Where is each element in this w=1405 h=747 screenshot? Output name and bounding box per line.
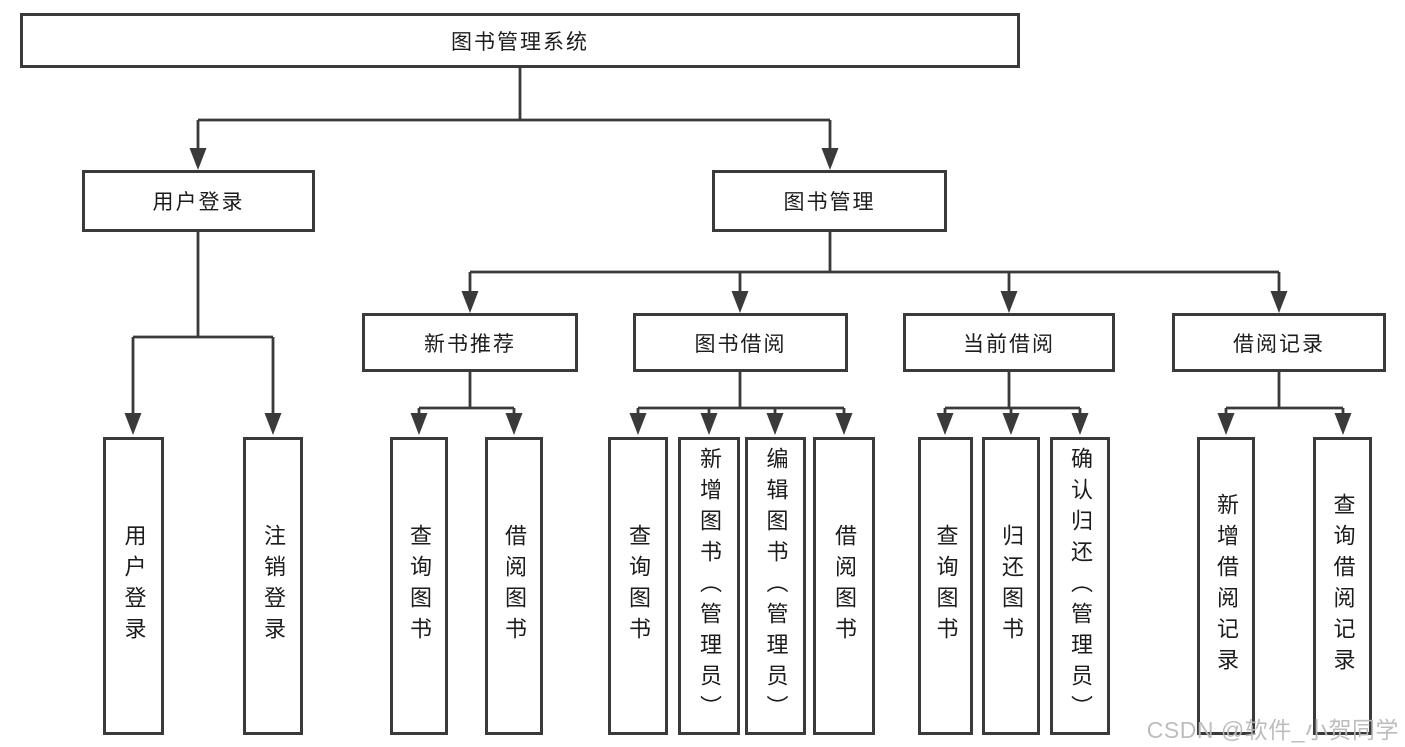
node-current-borrow: 当前借阅: [903, 313, 1115, 372]
leaf-borrow-books: 借阅图书: [813, 437, 875, 735]
leaf-return-books: 归还图书: [982, 437, 1040, 735]
leaf-user-login: 用户登录: [103, 437, 164, 735]
leaf-confirm-return-admin: 确认归还（管理员）: [1050, 437, 1110, 735]
node-borrow-record: 借阅记录: [1172, 313, 1386, 372]
node-label: 当前借阅: [963, 332, 1055, 356]
leaf-add-books-admin: 新增图书（管理员）: [678, 437, 740, 735]
leaf-query-books-newbook: 查询图书: [390, 437, 448, 735]
node-label: 查询借阅记录: [1330, 493, 1356, 679]
leaf-query-borrow-record: 查询借阅记录: [1313, 437, 1372, 735]
node-label: 确认归还（管理员）: [1068, 446, 1093, 726]
node-label: 新增图书（管理员）: [697, 446, 722, 726]
csdn-watermark: CSDN @软件_小贺同学: [1146, 717, 1399, 743]
leaf-borrow-books-newbook: 借阅图书: [485, 437, 543, 735]
node-label: 新书推荐: [424, 332, 516, 356]
leaf-add-borrow-record: 新增借阅记录: [1197, 437, 1255, 735]
arrowheads: [124, 148, 1352, 435]
node-label: 查询图书: [407, 524, 432, 648]
node-label: 注销登录: [261, 524, 286, 648]
node-label: 查询图书: [933, 524, 959, 648]
leaf-logout: 注销登录: [243, 437, 303, 735]
node-label: 编辑图书（管理员）: [763, 446, 789, 726]
node-label: 图书管理系统: [451, 30, 589, 54]
node-label: 查询图书: [626, 524, 651, 648]
node-label: 借阅图书: [832, 524, 857, 648]
node-label: 借阅图书: [502, 524, 527, 648]
node-user-login: 用户登录: [82, 170, 315, 232]
node-label: 用户登录: [121, 524, 147, 648]
leaf-query-books-current: 查询图书: [918, 437, 973, 735]
leaf-edit-books-admin: 编辑图书（管理员）: [745, 437, 806, 735]
node-book-management: 图书管理: [712, 170, 947, 232]
node-label: 新增借阅记录: [1214, 493, 1239, 679]
node-label: 图书管理: [783, 191, 876, 214]
node-new-book-recommend: 新书推荐: [362, 313, 578, 372]
node-label: 借阅记录: [1233, 332, 1325, 356]
leaf-query-books-borrow: 查询图书: [608, 437, 668, 735]
node-label: 图书借阅: [694, 332, 787, 356]
node-label: 归还图书: [999, 524, 1024, 648]
node-book-borrow: 图书借阅: [633, 313, 848, 372]
node-label: 用户登录: [152, 191, 245, 214]
node-system-root: 图书管理系统: [20, 13, 1020, 68]
